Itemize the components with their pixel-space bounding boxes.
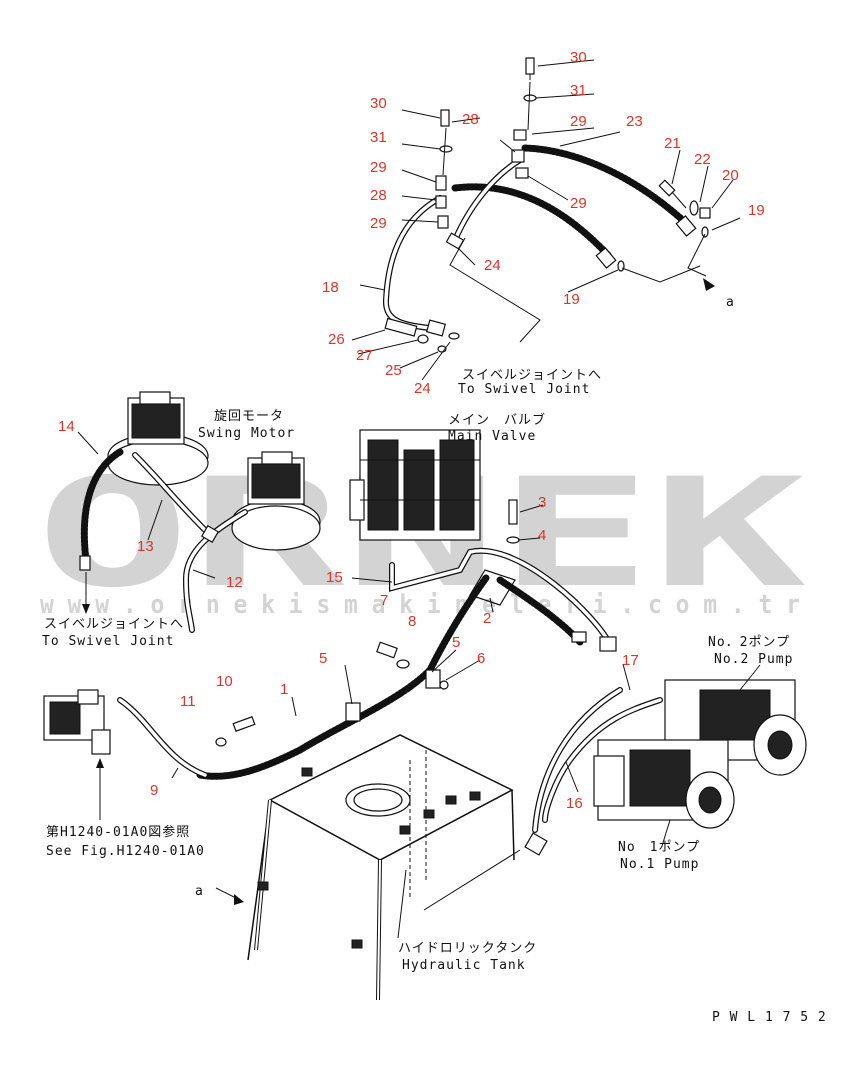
callout-17: 17	[622, 652, 639, 669]
pumps	[593, 664, 807, 847]
callout-27: 27	[356, 347, 373, 364]
callout-6: 6	[477, 650, 485, 667]
callout-11: 11	[180, 693, 196, 710]
callout-19a: 19	[748, 202, 765, 219]
pump1-en: No.1 Pump	[620, 857, 699, 872]
callout-1: 1	[280, 681, 288, 698]
callout-26: 26	[328, 331, 345, 348]
see-fig-en: See Fig.H1240-01A0	[46, 844, 205, 859]
swivel-left-en: To Swivel Joint	[42, 634, 174, 649]
text-labels: スイベルジョイントへ To Swivel Joint 旋回モータ Swing M…	[42, 295, 827, 1025]
callout-5b: 5	[319, 650, 327, 667]
callout-18: 18	[322, 279, 339, 296]
pump1-jp: No 1ポンプ	[618, 840, 700, 855]
upper-hose-assembly	[351, 57, 741, 381]
ref-a-left: a	[195, 884, 204, 899]
callout-23: 23	[626, 113, 643, 130]
main-valve	[349, 429, 520, 544]
callout-16: 16	[566, 795, 583, 812]
callout-10: 10	[216, 673, 233, 690]
callout-14: 14	[58, 418, 75, 435]
callout-25: 25	[385, 362, 402, 379]
callout-31a: 31	[570, 82, 587, 99]
main-valve-jp: メイン バルブ	[448, 412, 546, 428]
callout-13: 13	[137, 538, 154, 555]
callout-28b: 28	[370, 187, 387, 204]
drawing-code: P W L 1 7 5 2	[712, 1010, 827, 1025]
callout-29d: 29	[570, 195, 587, 212]
callout-8: 8	[408, 613, 416, 630]
swing-motor-en: Swing Motor	[198, 426, 295, 441]
hose-14	[80, 448, 124, 564]
hydraulic-tank	[215, 734, 515, 1001]
tank-jp: ハイドロリックタンク	[398, 941, 537, 956]
callout-28a: 28	[462, 111, 479, 128]
callout-31b: 31	[370, 129, 387, 146]
watermark-url: w w w . o r n e k i s m a k i n e l e r …	[40, 590, 800, 620]
tube-upper	[452, 157, 523, 243]
swivel-left-jp: スイベルジョイントへ	[44, 617, 184, 632]
callout-29c: 29	[370, 215, 387, 232]
swivel-top-en: To Swivel Joint	[458, 382, 590, 397]
callout-numbers: 30 31 29 23 30 28 31 29 28 29 29 21 22 2…	[58, 49, 765, 812]
callout-19b: 19	[563, 291, 580, 308]
hose-23	[521, 144, 692, 229]
callout-5a: 5	[452, 634, 460, 651]
callout-30b: 30	[370, 95, 387, 112]
swing-motor	[77, 391, 321, 633]
callout-22: 22	[694, 151, 711, 168]
callout-21: 21	[664, 135, 681, 152]
callout-29b: 29	[370, 159, 387, 176]
ref-motor	[43, 689, 111, 820]
callout-2: 2	[483, 610, 491, 627]
see-fig-jp: 第H1240-01A0図参照	[46, 824, 190, 840]
callout-4: 4	[538, 527, 546, 544]
main-valve-en: Main Valve	[448, 429, 536, 444]
hose-1	[196, 574, 490, 780]
ref-a-right: a	[726, 295, 735, 310]
hose-lower	[451, 183, 612, 259]
callout-20: 20	[722, 167, 739, 184]
swivel-top-jp: スイベルジョイントへ	[462, 368, 602, 383]
middle-piping	[117, 504, 663, 911]
callout-29a: 29	[570, 113, 587, 130]
callout-30a: 30	[570, 49, 587, 66]
callout-24b: 24	[414, 380, 431, 397]
callout-24a: 24	[484, 257, 501, 274]
callout-15: 15	[326, 569, 343, 586]
callout-12: 12	[226, 574, 243, 591]
callout-3: 3	[538, 494, 546, 511]
callout-9: 9	[150, 782, 158, 799]
callout-7: 7	[380, 592, 388, 609]
pump2-jp: No．2ポンプ	[708, 635, 790, 650]
swing-motor-jp: 旋回モータ	[214, 409, 284, 424]
pump2-en: No.2 Pump	[714, 652, 793, 667]
tank-en: Hydraulic Tank	[402, 958, 526, 973]
